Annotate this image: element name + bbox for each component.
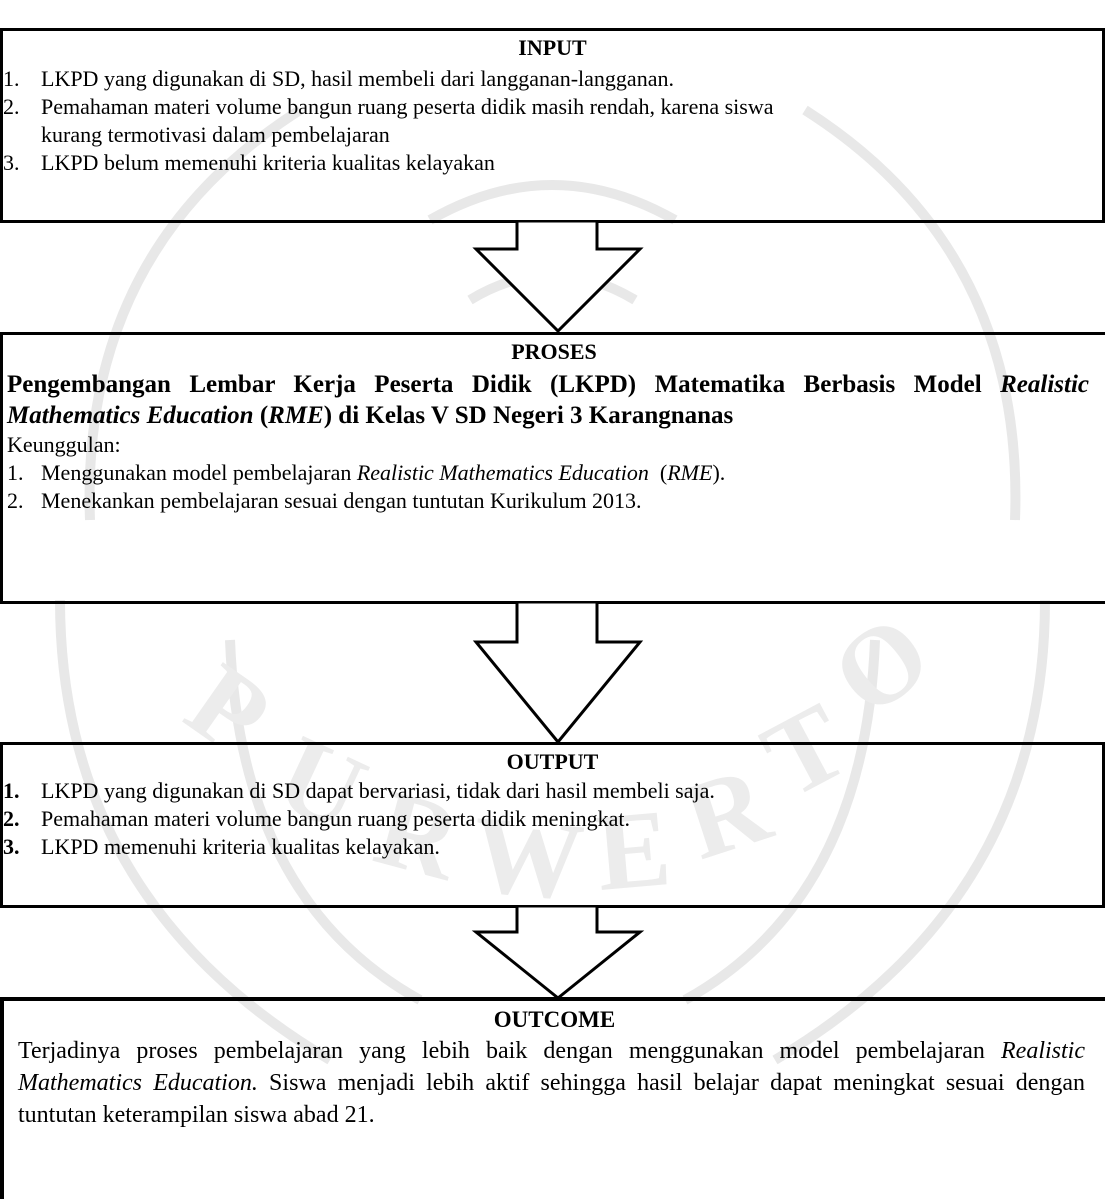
keunggulan-item-2-text: Menekankan pembelajaran sesuai dengan tu… [41, 488, 642, 513]
keunggulan-item-1-text: Menggunakan model pembelajaran Realistic… [41, 459, 725, 487]
output-title: OUTPUT [506, 749, 599, 774]
keunggulan-item-2: 2. Menekankan pembelajaran sesuai dengan… [3, 487, 1105, 515]
keunggulan-item-1-num: 1. [7, 460, 24, 485]
svg-text:E: E [591, 786, 675, 914]
proses-heading-italic-1: Realistic Mathematics Education [7, 371, 1089, 429]
keunggulan-item-2-num: 2. [7, 488, 24, 513]
outcome-text-pre: Terjadinya proses pembelajaran yang lebi… [18, 1038, 1002, 1064]
output-item-2-num: 2. [3, 806, 20, 831]
outcome-text-italic: Realistic Mathematics Education. [18, 1038, 1085, 1096]
input-item-2-line-1: Pemahaman materi volume bangun ruang pes… [41, 94, 774, 119]
keunggulan-label: Keunggulan: [7, 432, 121, 457]
input-item-2-line-2: kurang termotivasi dalam pembelajaran [41, 122, 390, 147]
proses-heading-part-1: Pengembangan Lembar Kerja Peserta Didik … [7, 371, 1001, 398]
outcome-title: OUTCOME [493, 1007, 616, 1032]
output-item-2-text: Pemahaman materi volume bangun ruang pes… [41, 806, 630, 831]
output-box: OUTPUT 1. LKPD yang digunakan di SD dapa… [0, 742, 1105, 908]
outcome-text-post: Siswa menjadi lebih aktif sehingga hasil… [18, 1070, 1086, 1128]
keunggulan-item-1: 1. Menggunakan model pembelajaran Realis… [3, 459, 1105, 487]
output-item-3-num: 3. [3, 834, 20, 859]
proses-heading: Pengembangan Lembar Kerja Peserta Didik … [3, 365, 1105, 431]
input-item-2-text: Pemahaman materi volume bangun ruang pes… [41, 93, 774, 149]
input-item-3-text: LKPD belum memenuhi kriteria kualitas ke… [41, 150, 495, 175]
output-item-3: 3. LKPD memenuhi kriteria kualitas kelay… [3, 833, 1102, 861]
outcome-text: Terjadinya proses pembelajaran yang lebi… [4, 1033, 1105, 1131]
outcome-box: OUTCOME Terjadinya proses pembelajaran y… [0, 997, 1105, 1199]
proses-heading-part-2: ( [253, 402, 269, 429]
keunggulan-item-1-italic-2: RME [667, 460, 713, 485]
output-list: 1. LKPD yang digunakan di SD dapat berva… [3, 777, 1102, 861]
input-item-1: 1. LKPD yang digunakan di SD, hasil memb… [3, 65, 1102, 93]
keunggulan-item-1-pre: Menggunakan model pembelajaran [41, 460, 357, 485]
input-item-3: 3. LKPD belum memenuhi kriteria kualitas… [3, 149, 1102, 177]
input-title: INPUT [518, 35, 587, 60]
input-item-2-num: 2. [3, 94, 20, 119]
output-item-3-text: LKPD memenuhi kriteria kualitas kelayaka… [41, 834, 440, 859]
down-arrow-icon [471, 906, 645, 1000]
proses-box: PROSES Pengembangan Lembar Kerja Peserta… [0, 332, 1105, 604]
proses-heading-part-3: ) di Kelas V SD Negeri 3 Karangnanas [323, 402, 734, 429]
keunggulan-item-1-post: ). [712, 460, 726, 485]
proses-title: PROSES [511, 339, 597, 364]
down-arrow-icon [472, 221, 644, 334]
input-item-1-text: LKPD yang digunakan di SD, hasil membeli… [41, 66, 674, 91]
output-item-2: 2. Pemahaman materi volume bangun ruang … [3, 805, 1102, 833]
input-item-1-num: 1. [3, 66, 20, 91]
input-item-2: 2. Pemahaman materi volume bangun ruang … [3, 93, 1102, 149]
svg-text:O: O [810, 590, 953, 739]
output-item-1: 1. LKPD yang digunakan di SD dapat berva… [3, 777, 1102, 805]
input-list: 1. LKPD yang digunakan di SD, hasil memb… [3, 65, 1102, 177]
down-arrow-icon [472, 602, 644, 745]
input-box: INPUT 1. LKPD yang digunakan di SD, hasi… [0, 28, 1105, 223]
output-item-1-num: 1. [3, 778, 20, 803]
svg-text:W: W [468, 792, 588, 923]
output-item-1-text: LKPD yang digunakan di SD dapat bervaria… [41, 778, 715, 803]
keunggulan-item-1-italic: Realistic Mathematics Education [356, 460, 649, 485]
keunggulan-item-1-mid: ( [648, 460, 668, 485]
input-item-3-num: 3. [3, 150, 20, 175]
proses-heading-italic-2: RME [268, 402, 324, 429]
